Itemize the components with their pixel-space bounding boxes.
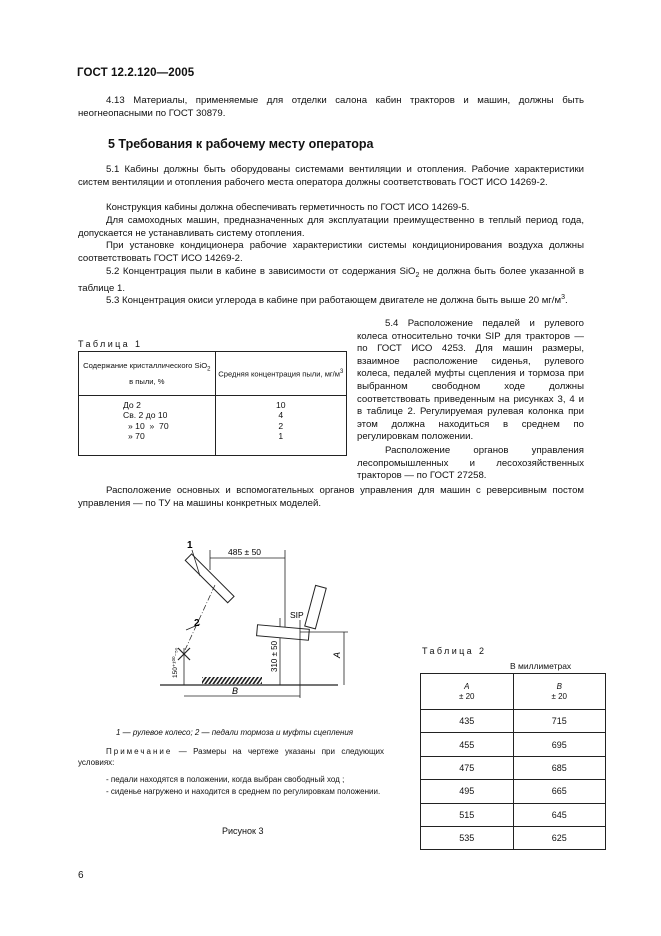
p52-start: 5.2 Концентрация пыли в кабине в зависим… [106,266,416,277]
table2-caption: Таблица 2 [422,646,487,656]
note-text: — Размеры на чертеже указаны при следующ… [78,747,384,767]
t1h1-sub: 2 [207,366,211,373]
t1-r2-content: » 10 » 70 [128,420,169,431]
t1-r1-content: Св. 2 до 10 [123,410,168,421]
t1-r0-content: До 2 [123,400,141,410]
table2-units: В миллиметрах [510,661,572,671]
t2-r2-a: 475 [420,755,514,781]
running-header: ГОСТ 12.2.120—2005 [77,67,195,79]
t2-col-a: A [464,681,470,691]
paragraph-5-2: 5.2 Концентрация пыли в кабине в зависим… [78,266,584,295]
table-1: Содержание кристаллического SiO2 в пыли,… [78,351,348,456]
p53-start: 5.3 Концентрация окиси углерода в кабине… [106,295,562,307]
t2-col-b: B [556,681,562,691]
t2-col-b-tol: ± 20 [551,691,567,701]
t2-r5-a: 535 [420,825,514,851]
p53-sup: 3 [561,294,565,301]
t1-r1-conc: 4 [278,410,284,421]
paragraph-self-propelled: Для самоходных машин, предназначенных дл… [78,215,584,239]
label-1: 1 [187,540,193,551]
leader-2 [185,623,201,631]
note-title: Примечание [106,747,173,756]
t2-r0-a: 435 [420,708,514,734]
figure3-note: Примечание — Размеры на чертеже указаны … [78,746,384,768]
table2-col-a: A± 20 [420,673,514,710]
t2-r3-a: 495 [420,779,514,804]
t2-r2-b: 685 [512,755,606,781]
t1-r2-conc: 2 [278,420,284,431]
paragraph-forest-tractors: Расположение органов управления лесопром… [357,445,584,482]
paragraph-5-4: 5.4 Расположение педалей и рулевого коле… [357,318,584,443]
figure-3-drawing: 485 ± 50 1 2 150⁺¹⁰⁰₋₅₀ 310 ± 50 SIP A B [160,540,348,698]
paragraph-conditioner: При установке кондиционера рабочие харак… [78,240,584,264]
t1-r3-content: » 70 [128,431,145,442]
dim-310-label: 310 ± 50 [270,640,279,672]
leader-1 [191,549,201,577]
t1-r3-conc: 1 [278,431,284,442]
t2-r1-a: 455 [420,732,514,757]
table1-col-concentration: Средняя концентрация пыли, мг/м3 [214,351,348,396]
t2-r0-b: 715 [512,708,606,734]
paragraph-5-3: 5.3 Концентрация окиси углерода в кабине… [78,292,584,308]
t1h2-start: Средняя концентрация пыли, мг/м [218,369,341,379]
t2-col-a-tol: ± 20 [458,691,475,701]
t2-r4-b: 645 [512,802,606,827]
dim-b-label: B [232,686,238,696]
seat-cushion [256,624,310,641]
table1-body: До 2 Св. 2 до 10 » 10 » 70 » 70 10 4 2 1 [78,395,348,456]
dim-150-label: 150⁺¹⁰⁰₋₅₀ [171,647,179,678]
t1h2-sup: 3 [340,369,344,376]
section-title: 5 Требования к рабочему месту оператора [108,137,374,151]
floor-hatch [202,677,262,684]
p52-sub: 2 [415,271,420,279]
figure3-note-item1: - педали находятся в положении, когда вы… [106,775,345,784]
t2-r5-b: 625 [512,825,606,851]
label-2: 2 [194,618,200,629]
t2-r1-b: 695 [512,732,606,757]
steering-wheel-shape [184,553,235,604]
seat-backrest [304,584,327,630]
p52-end: не должна быть более указанной в таблице… [78,266,584,294]
figure3-caption: Рисунок 3 [222,826,264,836]
t2-r3-b: 665 [512,779,606,804]
dim-485-label: 485 ± 50 [228,547,261,557]
paragraph-4-13: 4.13 Материалы, применяемые для отделки … [78,95,584,119]
table2-col-b: B± 20 [512,673,606,710]
figure3-note-item2: - сиденье нагружено и находится в средне… [106,787,381,796]
page-number: 6 [78,870,84,881]
table1-header-row: Содержание кристаллического SiO2 в пыли,… [78,351,348,396]
paragraph-5-1: 5.1 Кабины должны быть оборудованы систе… [78,164,584,188]
t2-r4-a: 515 [420,802,514,827]
paragraph-hermetic: Конструкция кабины должна обеспечивать г… [106,202,470,213]
t1h1-end: в пыли, % [129,376,165,386]
table1-caption: Таблица 1 [78,339,143,349]
sip-label: SIP [290,610,304,620]
table2-header-row: A± 20 B± 20 [420,673,606,710]
p53-end: . [564,295,568,307]
figure3-legend: 1 — рулевое колесо; 2 — педали тормоза и… [116,728,354,737]
table1-conc-cell: 10 4 2 1 [214,395,348,456]
dim-a-label: A [332,652,342,659]
t1-r0-conc: 10 [276,400,286,410]
paragraph-reverse-control: Расположение основных и вспомогательных … [78,485,584,509]
t1h1-start: Содержание кристаллического SiO [83,361,208,371]
axis-line [184,584,216,651]
table1-content-cell: До 2 Св. 2 до 10 » 10 » 70 » 70 [78,395,216,456]
table1-col-content: Содержание кристаллического SiO2 в пыли,… [78,351,216,396]
